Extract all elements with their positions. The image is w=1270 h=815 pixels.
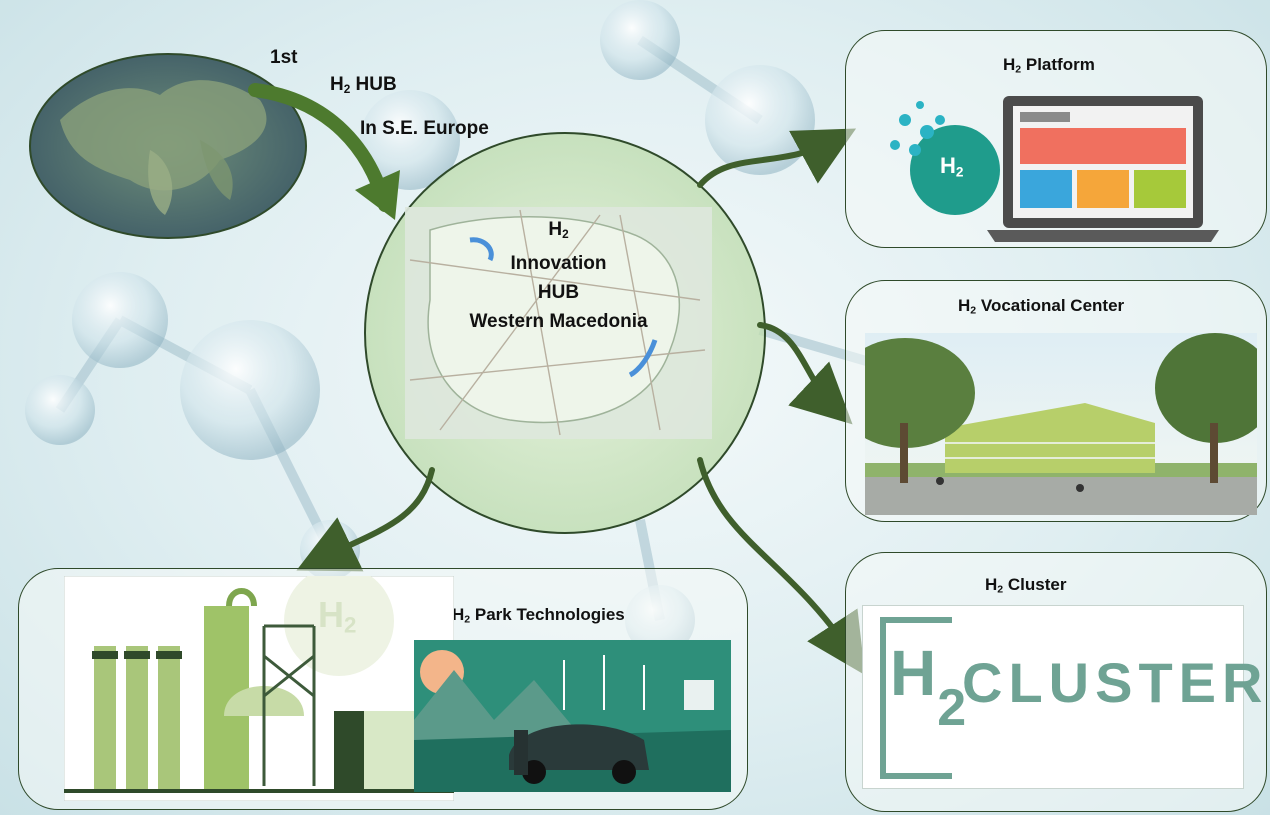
- cluster-logo-bracket: [880, 617, 952, 779]
- vocational-title: H2 Vocational Center: [958, 296, 1125, 317]
- platform-graphic: [890, 96, 1219, 242]
- cluster-logo-h2: H2: [890, 637, 968, 737]
- hub-ordinal: 1st: [270, 47, 298, 68]
- h2-bubble-badge-icon: [890, 101, 1000, 215]
- platform-title: H2 Platform: [1003, 55, 1095, 76]
- cluster-logo-word: CLUSTER: [962, 651, 1269, 714]
- laptop-icon: [987, 96, 1219, 242]
- cluster-title: H2 Cluster: [985, 575, 1067, 596]
- factory-icon: [64, 576, 454, 801]
- badge-h2-text: H2: [940, 153, 964, 180]
- cluster-logo-icon: [862, 605, 1244, 789]
- h2-hub-title: H2 HUB: [330, 74, 397, 96]
- ev-charging-icon: [414, 640, 731, 792]
- building-icon: [865, 333, 1257, 515]
- region-map-icon: [405, 207, 712, 439]
- park-title: H2 Park Technologies: [452, 605, 625, 626]
- center-hub-title: H2 Innovation HUB Western Macedonia: [469, 219, 648, 332]
- tank-h2-text: H2: [318, 594, 357, 638]
- region-label: In S.E. Europe: [360, 118, 489, 139]
- connector-arrows: [296, 128, 866, 676]
- europe-map-icon: [29, 53, 307, 239]
